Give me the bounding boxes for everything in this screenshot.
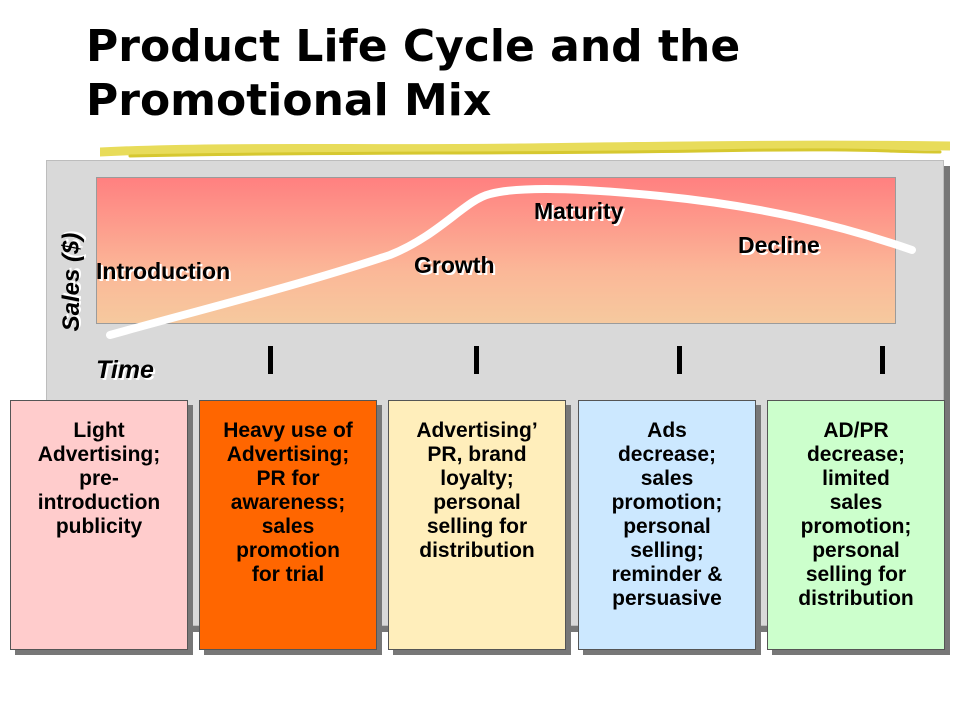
card-text-line: pre- [79,467,119,490]
x-axis-label: Time [96,356,154,384]
title-line-2: Promotional Mix [86,75,492,126]
stage-label-decline: Decline [738,232,820,258]
stage-divider-tick [677,346,682,374]
card-text-line: for trial [251,563,325,586]
card-text-line: AD/PR [823,419,889,442]
title-underline [100,140,950,158]
stage-label-growth: Growth [414,252,495,278]
title-line-1: Product Life Cycle and the [86,21,741,72]
card-text-line: Advertising’ [416,419,538,442]
card-text-line: Heavy use of [223,419,353,442]
card-text-line: distribution [419,539,535,562]
y-axis-label: Sales ($) [58,232,85,332]
card-text-line: PR for [256,467,320,490]
stage-divider-tick [474,346,479,374]
card-text-line: selling; [630,539,704,562]
stage-label-introduction: Introduction [96,258,231,284]
card-text-line: sales [261,515,315,538]
card-text-line: introduction [37,491,161,514]
page-title: Product Life Cycle and the Promotional M… [86,20,946,128]
stage-divider-tick [268,346,273,374]
card-text-line: sales [829,491,883,514]
card-text-line: decrease; [617,443,717,466]
card-text-line: limited [822,467,890,490]
card-text-line: persuasive [612,587,722,610]
card-text-line: promotion; [800,515,912,538]
card-text-line: Advertising; [37,443,161,466]
card-text-line: decrease; [806,443,906,466]
card-text-line: Light [73,419,125,442]
card-text-line: publicity [55,515,143,538]
card-text-line: distribution [798,587,914,610]
card-text-line: promotion; [611,491,723,514]
card-text-line: selling for [805,563,907,586]
card-text-line: PR, brand [427,443,527,466]
card-text-line: personal [433,491,521,514]
card-text-line: reminder & [611,563,723,586]
card-text-line: personal [812,539,900,562]
card-text-line: sales [640,467,694,490]
card-text-line: Ads [647,419,687,442]
card-text-line: loyalty; [440,467,514,490]
card-text-line: awareness; [230,491,346,514]
card-text-line: personal [623,515,711,538]
card-text-line: selling for [426,515,528,538]
stage-divider-tick [880,346,885,374]
card-text-line: Advertising; [226,443,350,466]
stage-label-maturity: Maturity [534,198,624,224]
card-text-line: promotion [236,539,340,562]
